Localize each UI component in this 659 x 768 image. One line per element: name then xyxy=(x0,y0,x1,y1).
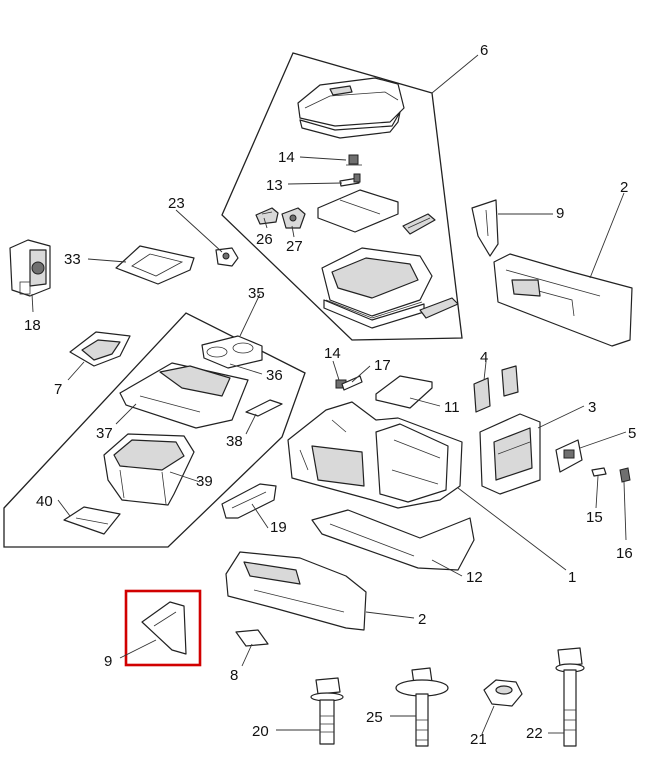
group-outline-storage xyxy=(3,312,306,548)
callout-23: 23 xyxy=(168,195,185,212)
callout-2-upper: 2 xyxy=(620,179,628,196)
latch-26 xyxy=(255,207,279,225)
storage-bin-39 xyxy=(103,433,195,506)
callout-4: 4 xyxy=(480,349,488,366)
port-module-5 xyxy=(555,439,583,473)
armrest-hinge-clip xyxy=(402,213,436,235)
callout-8: 8 xyxy=(230,667,238,684)
callout-16: 16 xyxy=(616,545,633,562)
bezel-37 xyxy=(119,362,249,429)
callout-5: 5 xyxy=(628,425,636,442)
callout-6: 6 xyxy=(480,42,488,59)
bolt-20 xyxy=(310,677,344,745)
callout-39: 39 xyxy=(196,473,213,490)
callout-14-lower: 14 xyxy=(324,345,341,362)
callout-33: 33 xyxy=(64,251,81,268)
leader-lines xyxy=(31,54,627,735)
callout-21: 21 xyxy=(470,731,487,748)
bolt-22 xyxy=(555,647,585,747)
side-panel-2-lower xyxy=(225,551,367,631)
callout-36: 36 xyxy=(266,367,283,384)
armrest-base xyxy=(321,247,433,329)
callout-18: 18 xyxy=(24,317,41,334)
armrest-latch-bar xyxy=(419,297,459,319)
callout-11: 11 xyxy=(444,399,460,416)
callout-2-lower: 2 xyxy=(418,611,426,628)
callout-19: 19 xyxy=(270,519,287,536)
side-trim-9-lower xyxy=(141,601,187,655)
lower-bracket-12 xyxy=(311,509,475,571)
armrest-pad xyxy=(317,189,399,233)
nut-21 xyxy=(483,679,523,707)
callout-35: 35 xyxy=(248,285,265,302)
tray-7 xyxy=(69,331,131,367)
screw-15 xyxy=(591,467,607,477)
callout-25: 25 xyxy=(366,709,383,726)
callout-38: 38 xyxy=(226,433,243,450)
callout-1: 1 xyxy=(568,569,576,586)
clip-23 xyxy=(215,247,239,267)
highlight-box-part-9 xyxy=(124,589,202,667)
callout-14-upper: 14 xyxy=(278,149,295,166)
callout-labels: 6 2 9 23 33 18 35 7 36 37 38 39 40 14 13… xyxy=(24,42,636,748)
callout-20: 20 xyxy=(252,723,269,740)
callout-27: 27 xyxy=(286,238,303,255)
callout-22: 22 xyxy=(526,725,543,742)
side-panel-2-upper xyxy=(493,253,633,347)
tray-mat-40 xyxy=(63,506,121,535)
bezel-panel-3 xyxy=(479,413,541,495)
latch-27 xyxy=(281,207,306,229)
callout-13: 13 xyxy=(266,177,283,194)
mat-33 xyxy=(115,245,195,285)
callout-9-lower: 9 xyxy=(104,653,112,670)
screw-13 xyxy=(339,173,361,187)
clip-16 xyxy=(619,467,631,483)
mat-11 xyxy=(375,375,433,409)
callout-7: 7 xyxy=(54,381,62,398)
pad-8 xyxy=(235,629,269,647)
insert-38 xyxy=(245,399,283,417)
switch-module-18 xyxy=(9,239,51,297)
screw-17 xyxy=(341,375,363,391)
bracket-19 xyxy=(221,483,277,519)
side-trim-9-upper xyxy=(471,199,499,257)
callout-17: 17 xyxy=(374,357,391,374)
armrest-lid xyxy=(297,77,405,139)
callout-9-upper: 9 xyxy=(556,205,564,222)
switch-4 xyxy=(473,365,519,413)
callout-3: 3 xyxy=(588,399,596,416)
bolt-25 xyxy=(395,667,449,747)
clip-fastener-14-top xyxy=(346,154,362,166)
callout-26: 26 xyxy=(256,231,273,248)
cupholder-36 xyxy=(201,335,263,369)
group-outline-armrest xyxy=(221,52,463,341)
callout-40: 40 xyxy=(36,493,53,510)
callout-12: 12 xyxy=(466,569,483,586)
callout-37: 37 xyxy=(96,425,113,442)
callout-15: 15 xyxy=(586,509,603,526)
console-body-1 xyxy=(287,401,463,509)
